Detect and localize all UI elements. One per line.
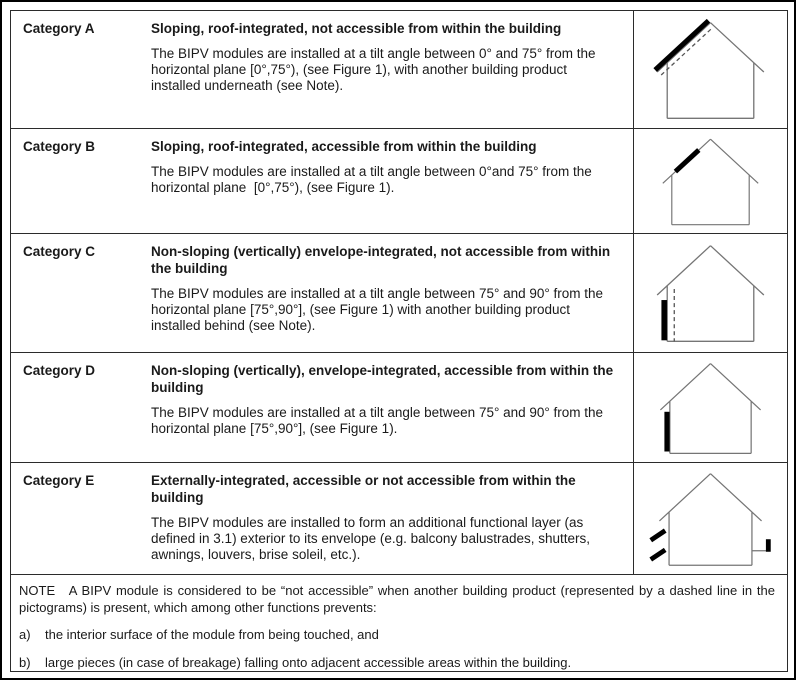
- house-roof-module-dashed-icon: [653, 18, 765, 119]
- note-item-a: a) the interior surface of the module fr…: [19, 627, 775, 644]
- category-d-label: Category D: [23, 363, 96, 378]
- category-c-text-cell: Category C Non-sloping (vertically) enve…: [11, 234, 635, 352]
- category-e-description-block: Externally-integrated, accessible or not…: [151, 472, 633, 574]
- category-a-description-block: Sloping, roof-integrated, not accessible…: [151, 20, 633, 128]
- category-c-title: Non-sloping (vertically) envelope-integr…: [151, 244, 614, 276]
- note-item-b-text: large pieces (in case of breakage) falli…: [45, 654, 572, 670]
- category-e-body: The BIPV modules are installed to form a…: [151, 515, 594, 562]
- category-d-description-block: Non-sloping (vertically), envelope-integ…: [151, 362, 633, 462]
- table-row-category-b: Category B Sloping, roof-integrated, acc…: [11, 129, 787, 234]
- category-a-pictogram-cell: [634, 11, 787, 128]
- note-item-b-label: b): [19, 654, 31, 670]
- category-b-description-block: Sloping, roof-integrated, accessible fro…: [151, 138, 633, 233]
- house-wall-module-icon: [660, 362, 762, 454]
- category-d-title: Non-sloping (vertically), envelope-integ…: [151, 363, 617, 395]
- category-d-text-cell: Category D Non-sloping (vertically), env…: [11, 353, 635, 462]
- house-roof-module-icon: [662, 138, 759, 225]
- note-item-a-text: the interior surface of the module from …: [45, 627, 379, 642]
- category-b-pictogram-cell: [634, 129, 787, 233]
- note-cell: NOTE A BIPV module is considered to be “…: [11, 575, 787, 671]
- note-item-a-label: a): [19, 627, 31, 642]
- category-d-body: The BIPV modules are installed at a tilt…: [151, 405, 607, 436]
- category-a-text-cell: Category A Sloping, roof-integrated, not…: [11, 11, 635, 128]
- category-e-title: Externally-integrated, accessible or not…: [151, 473, 580, 505]
- table-row-category-d: Category D Non-sloping (vertically), env…: [11, 353, 787, 463]
- category-a-title: Sloping, roof-integrated, not accessible…: [151, 21, 562, 36]
- category-c-label: Category C: [23, 244, 96, 259]
- category-d-pictogram-cell: [634, 353, 787, 462]
- house-wall-module-dashed-icon: [656, 245, 765, 342]
- note-intro-text: NOTE A BIPV module is considered to be “…: [19, 583, 779, 615]
- category-b-text-cell: Category B Sloping, roof-integrated, acc…: [11, 129, 635, 233]
- category-a-label: Category A: [23, 21, 95, 36]
- note-item-b: b) large pieces (in case of breakage) fa…: [19, 655, 775, 672]
- category-b-body: The BIPV modules are installed at a tilt…: [151, 164, 596, 195]
- category-b-title: Sloping, roof-integrated, accessible fro…: [151, 139, 537, 154]
- table-row-category-c: Category C Non-sloping (vertically) enve…: [11, 234, 787, 353]
- table-row-category-e: Category E Externally-integrated, access…: [11, 463, 787, 575]
- category-c-description-block: Non-sloping (vertically) envelope-integr…: [151, 243, 633, 352]
- category-table: Category A Sloping, roof-integrated, not…: [10, 10, 788, 672]
- table-row-category-a: Category A Sloping, roof-integrated, not…: [11, 11, 787, 129]
- house-external-louvers-balcony-icon: [649, 472, 771, 566]
- category-c-body: The BIPV modules are installed at a tilt…: [151, 286, 607, 333]
- category-a-body: The BIPV modules are installed at a tilt…: [151, 46, 600, 93]
- category-c-pictogram-cell: [634, 234, 787, 352]
- table-row-note: NOTE A BIPV module is considered to be “…: [11, 575, 787, 671]
- category-b-label: Category B: [23, 139, 96, 154]
- category-e-pictogram-cell: [634, 463, 787, 574]
- category-e-label: Category E: [23, 473, 95, 488]
- category-e-text-cell: Category E Externally-integrated, access…: [11, 463, 635, 574]
